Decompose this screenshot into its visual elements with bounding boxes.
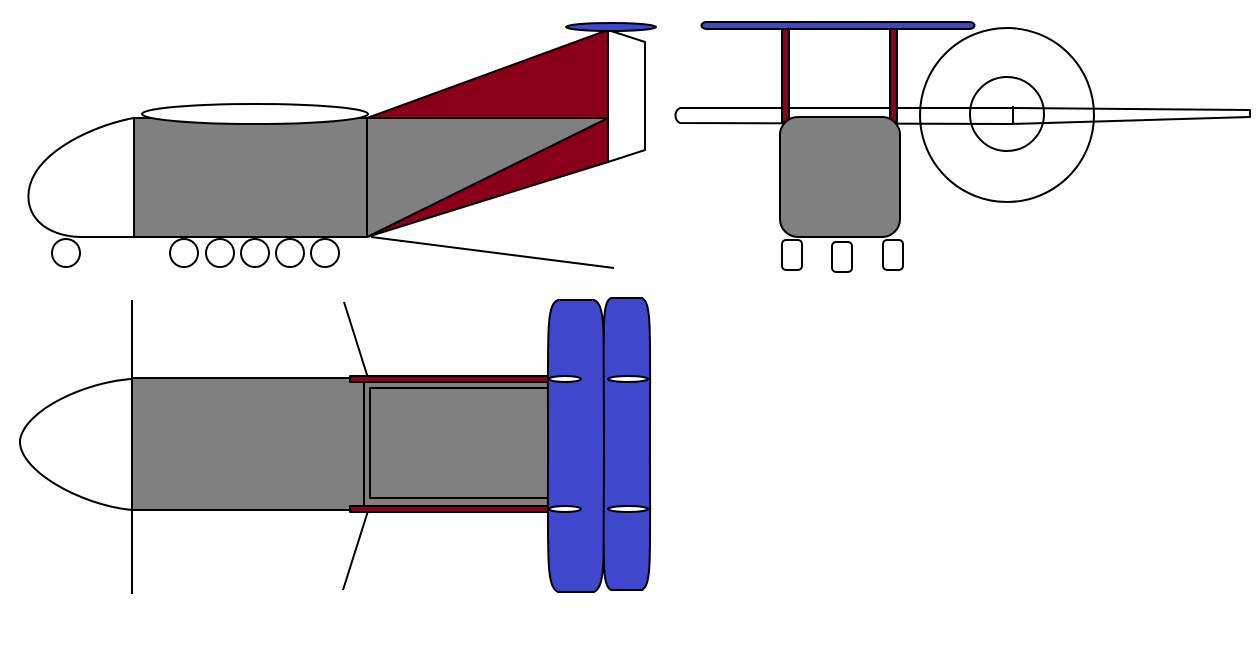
- side-wheel-1: [169, 238, 199, 268]
- top-tail-fin-right: [602, 297, 652, 591]
- front-wheel-left: [781, 239, 803, 271]
- side-stabilizer-blue: [565, 22, 657, 32]
- side-canopy: [141, 103, 369, 125]
- top-fuselage-main: [131, 377, 365, 511]
- top-strut-oval-ur: [607, 375, 649, 383]
- side-tail-skid: [370, 236, 615, 269]
- side-wheel-nose: [51, 238, 81, 268]
- side-fuselage-main: [133, 117, 368, 238]
- side-view: [27, 22, 657, 269]
- front-wheel-center: [831, 241, 853, 273]
- top-tail-fin-left: [546, 299, 606, 593]
- side-nose: [27, 117, 135, 238]
- side-wheel-4: [275, 238, 305, 268]
- front-propeller-hub: [969, 76, 1045, 152]
- side-tail-upper-red: [366, 29, 609, 119]
- side-rudder: [607, 29, 646, 163]
- front-propeller-disc: [919, 27, 1095, 203]
- front-strut-left: [781, 27, 790, 123]
- side-tail-gray: [366, 117, 609, 238]
- top-view: [18, 297, 652, 594]
- front-view: [674, 21, 1251, 273]
- front-wheel-right: [882, 239, 904, 271]
- top-strut-oval-lr: [607, 505, 649, 513]
- top-brace-upper: [343, 301, 369, 379]
- top-nose: [18, 378, 133, 511]
- top-brace-lower: [342, 510, 369, 591]
- front-fuselage: [779, 116, 901, 238]
- front-stabilizer-blue: [700, 21, 976, 30]
- top-strut-oval-ul: [548, 375, 582, 383]
- side-wheel-5: [310, 238, 340, 268]
- front-wing: [674, 107, 1251, 125]
- top-strut-oval-ll: [548, 505, 582, 513]
- side-wheel-2: [205, 238, 235, 268]
- side-wheel-3: [240, 238, 270, 268]
- front-strut-right: [889, 27, 898, 123]
